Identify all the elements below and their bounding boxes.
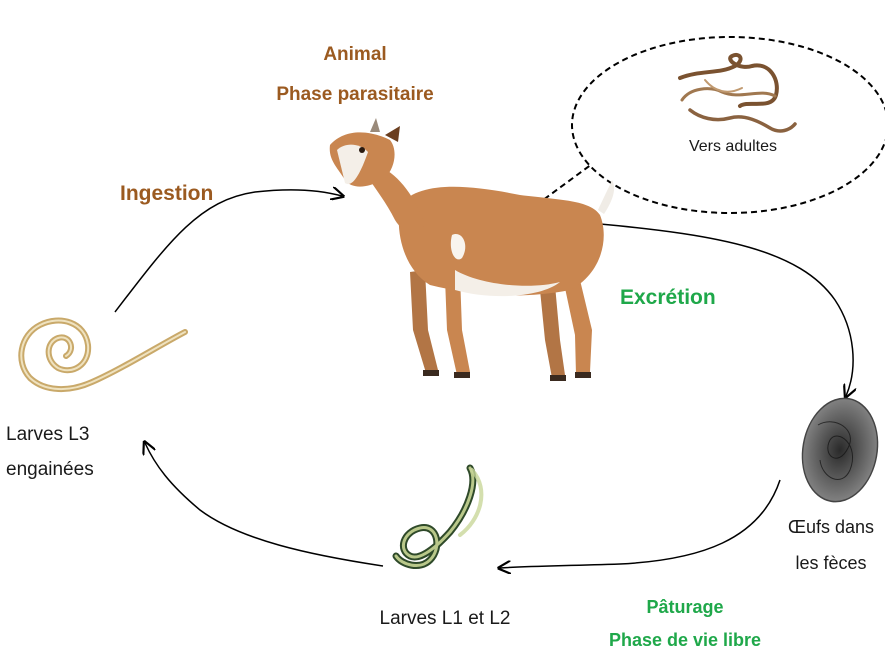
larva-l1-l2-illustration <box>396 468 481 566</box>
larvae-l1-l2-label: Larves L1 et L2 <box>350 608 540 630</box>
animal-label: Animal <box>290 44 420 66</box>
larval-development-arrow <box>500 480 780 568</box>
larva-l3-illustration <box>21 321 185 390</box>
larvae-l3-label-line1: Larves L3 <box>6 424 136 446</box>
adult-worms-label: Vers adultes <box>668 138 798 156</box>
goat-illustration <box>330 118 614 381</box>
eggs-label-line2: les fèces <box>776 553 885 574</box>
adult-worms-illustration <box>680 55 795 131</box>
larvae-l3-label-line2: engainées <box>6 459 136 481</box>
free-living-phase-label: Phase de vie libre <box>580 630 790 651</box>
grazing-label: Pâturage <box>600 597 770 618</box>
excretion-arrow <box>600 224 853 396</box>
ingestion-label: Ingestion <box>120 182 250 206</box>
ingestion-arrow <box>115 190 342 312</box>
adult-worms-callout <box>572 37 885 213</box>
eggs-label-line1: Œufs dans <box>776 517 885 538</box>
larval-molt-arrow <box>145 443 383 566</box>
parasitic-phase-label: Phase parasitaire <box>240 84 470 106</box>
excretion-label: Excrétion <box>620 286 750 310</box>
egg-illustration <box>795 392 885 507</box>
